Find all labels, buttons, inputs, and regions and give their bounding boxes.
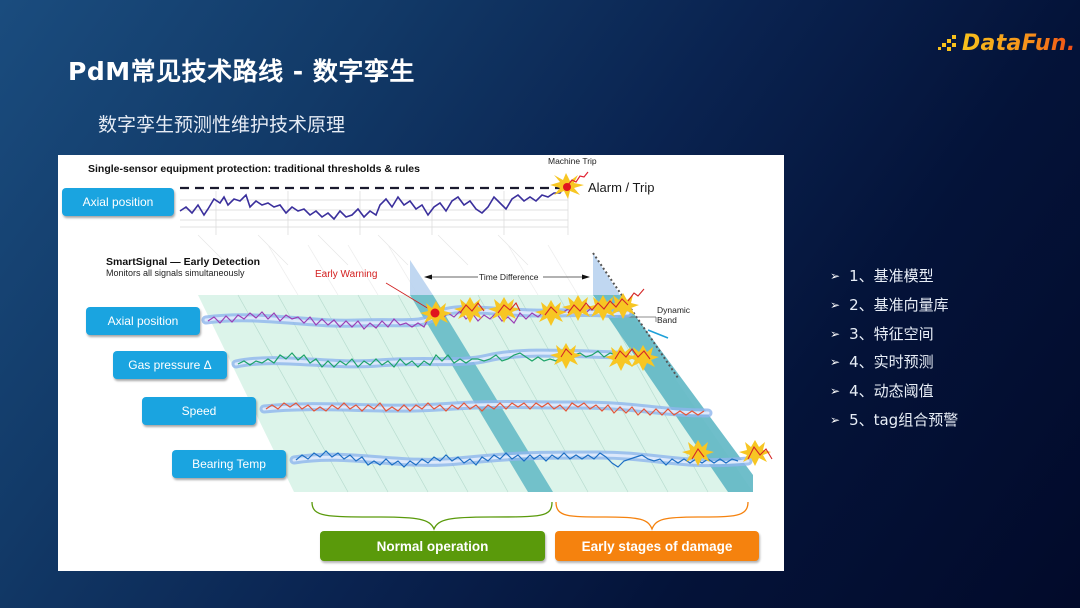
early-warning-dot (430, 308, 440, 318)
smartsignal-subheading: Monitors all signals simultaneously (106, 268, 245, 278)
bullet-text: 1、基准模型 (849, 267, 934, 286)
normal-brace (311, 501, 553, 531)
speed-signal (265, 402, 705, 416)
smartsignal-figure: Single-sensor equipment protection: trad… (58, 155, 784, 571)
diagram-graphics (179, 171, 773, 531)
arrow-bullet-icon: ➢ (830, 326, 841, 341)
top-section-heading: Single-sensor equipment protection: trad… (88, 163, 420, 175)
normal-operation-label: Normal operation (320, 531, 545, 561)
bullet-text: 3、特征空间 (849, 324, 934, 343)
bullet-item: ➢ 5、tag组合预警 (830, 405, 958, 434)
early-warning-label: Early Warning (315, 269, 378, 280)
top-grid (180, 191, 569, 235)
arrow-bullet-icon: ➢ (830, 384, 841, 399)
feature-bullet-list: ➢ 1、基准模型 ➢ 2、基准向量库 ➢ 3、特征空间 ➢ 4、实时预测 ➢ 4、动态阈值… (830, 262, 958, 434)
bullet-text: 4、动态阈值 (849, 382, 934, 401)
top-axial-signal (179, 184, 567, 221)
dynamic-band-label-1: Dynamic (657, 305, 691, 315)
slide-title: PdM常见技术路线 - 数字孪生 (68, 57, 415, 86)
bullet-text: 4、实时预测 (849, 353, 934, 372)
datafun-logo: DataFun. (938, 26, 1075, 60)
sensor-label-speed: Speed (142, 397, 256, 425)
sensor-label-bearing-temp: Bearing Temp (172, 450, 286, 478)
arrow-bullet-icon: ➢ (830, 355, 841, 370)
early-warning-band-top (410, 260, 433, 295)
time-difference-label: Time Difference (479, 272, 539, 282)
bullet-item: ➢ 4、动态阈值 (830, 377, 958, 406)
bearing-signal (295, 450, 739, 468)
sensor-label-gas-pressure: Gas pressure Δ (113, 351, 227, 379)
bullet-item: ➢ 1、基准模型 (830, 262, 958, 291)
bullet-item: ➢ 4、实时预测 (830, 348, 958, 377)
bullet-item: ➢ 3、特征空间 (830, 319, 958, 348)
sensor-label-axial-position: Axial position (86, 307, 200, 335)
bullet-item: ➢ 2、基准向量库 (830, 291, 958, 320)
alarm-trip-label: Alarm / Trip (588, 180, 655, 195)
trip-dot (563, 183, 571, 191)
plane-normal (198, 295, 556, 492)
logo-text: DataFun. (962, 30, 1076, 56)
smartsignal-heading: SmartSignal — Early Detection (106, 256, 261, 268)
damage-brace (555, 501, 749, 531)
machine-trip-label: Machine Trip (548, 156, 597, 166)
trip-band-top (593, 253, 620, 295)
arrow-bullet-icon: ➢ (830, 298, 841, 313)
slide-subtitle: 数字孪生预测性维护技术原理 (98, 114, 346, 136)
trip-band (593, 295, 753, 492)
bullet-text: 2、基准向量库 (849, 296, 949, 315)
arrow-bullet-icon: ➢ (830, 269, 841, 284)
top-axial-position-label: Axial position (62, 188, 174, 216)
gas-signal (237, 350, 617, 368)
early-warning-band (410, 295, 553, 492)
bullet-text: 5、tag组合预警 (849, 410, 959, 429)
logo-dots-icon (938, 35, 956, 51)
early-damage-label: Early stages of damage (555, 531, 759, 561)
arrow-bullet-icon: ➢ (830, 412, 841, 427)
dynamic-band-label-2: Band (657, 315, 677, 325)
